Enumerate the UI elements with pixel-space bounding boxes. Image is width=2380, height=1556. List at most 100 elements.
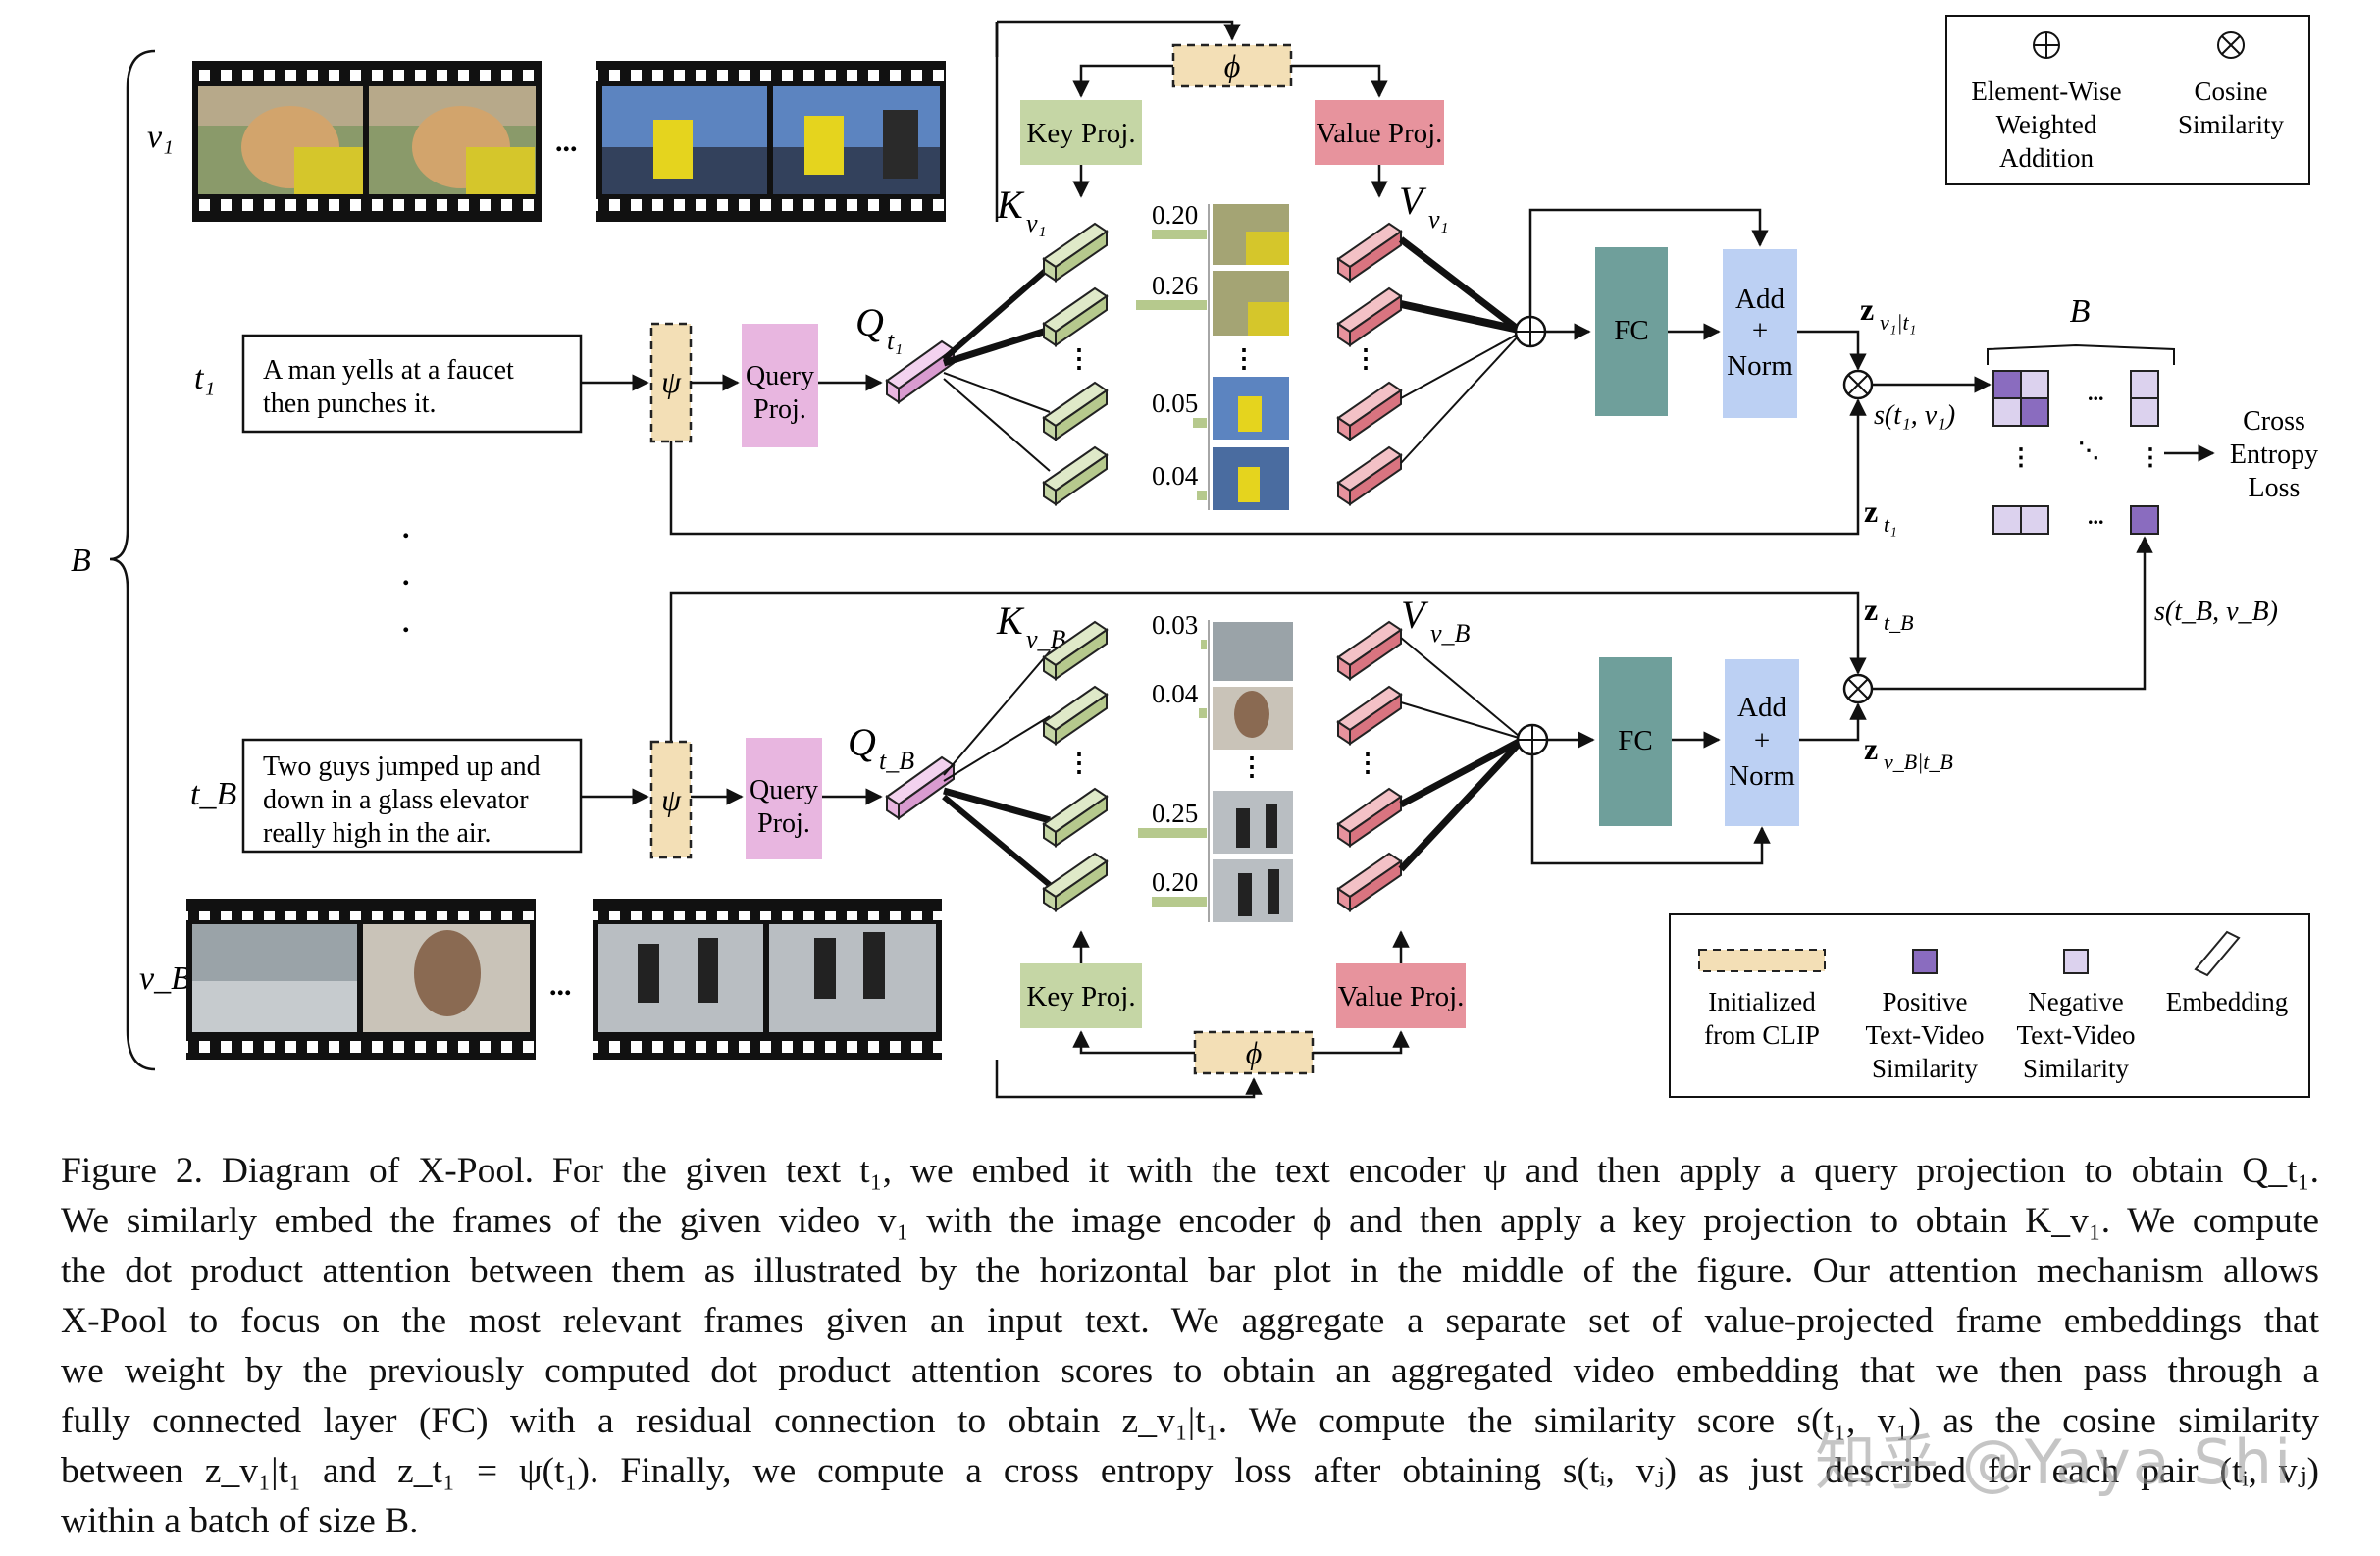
caption-line-7: between z_v₁|t₁ and z_t₁ = ψ(t₁). Finall… — [61, 1451, 2319, 1491]
k-v1-slab-2 — [1043, 287, 1108, 346]
svg-text:ψ: ψ — [661, 782, 682, 817]
legend-colors: Initialized from CLIP Positive Text-Vide… — [1669, 913, 2310, 1098]
svg-text:Proj.: Proj. — [757, 808, 810, 839]
q-tB-label: Q — [848, 720, 876, 764]
caption-line-4: X-Pool to focus on the most relevant fra… — [61, 1301, 2319, 1341]
svg-text:⋮: ⋮ — [1353, 344, 1378, 373]
svg-text:ϕ: ϕ — [1246, 1035, 1263, 1070]
svg-text:Query: Query — [750, 775, 818, 805]
v-v1-slab-3 — [1337, 382, 1402, 441]
svg-text:Cosine: Cosine — [2194, 77, 2267, 106]
svg-text:v_B|t_B: v_B|t_B — [1884, 750, 1953, 774]
svg-text:ϕ: ϕ — [1224, 48, 1241, 83]
k-vB-slab-2 — [1043, 686, 1108, 745]
svg-text:Add: Add — [1737, 692, 1786, 723]
vB-ellipsis: ... — [549, 969, 572, 1002]
k-v1-slab-1 — [1043, 223, 1108, 282]
caption-line-3: the dot product attention between them a… — [61, 1251, 2319, 1291]
svg-text:Negative: Negative — [2028, 987, 2123, 1016]
svg-text:Query: Query — [746, 361, 814, 391]
z-t1-label: z — [1864, 493, 1878, 529]
svg-text:A man yells at a faucet: A man yells at a faucet — [263, 355, 514, 386]
k-vB-label: K — [996, 598, 1025, 643]
fc-top — [1595, 247, 1668, 416]
caption-line-2: We similarly embed the frames of the giv… — [61, 1201, 2319, 1241]
svg-text:Value Proj.: Value Proj. — [1338, 981, 1465, 1012]
svg-text:Embedding: Embedding — [2166, 987, 2288, 1016]
svg-text:FC: FC — [1614, 315, 1648, 346]
key-proj-bottom — [1020, 963, 1142, 1028]
svg-text:⋱: ⋱ — [2078, 438, 2099, 462]
svg-text:.: . — [402, 559, 410, 592]
svg-text:⋮: ⋮ — [1355, 749, 1380, 777]
cross-entropy-1: Cross — [2243, 406, 2305, 437]
text-box-t1 — [241, 334, 583, 434]
v-v1-slab-1 — [1337, 223, 1402, 282]
svg-text:FC: FC — [1618, 725, 1652, 756]
svg-text:Norm: Norm — [1729, 760, 1795, 792]
svg-text:Similarity: Similarity — [2178, 110, 2285, 139]
svg-text:Weighted: Weighted — [1996, 110, 2097, 139]
filmstrip-vB-right — [593, 899, 942, 1060]
t1-label: t₁ — [194, 360, 215, 396]
svg-text:Addition: Addition — [1999, 143, 2095, 173]
filmstrip-vB-left — [186, 899, 536, 1060]
svg-text:⋮: ⋮ — [1066, 749, 1092, 777]
legend-operators: Element-Wise Weighted Addition Cosine Si… — [1945, 15, 2310, 185]
svg-text:really high in the air.: really high in the air. — [263, 818, 492, 849]
caption-line-8: within a batch of size B. — [61, 1501, 419, 1541]
psi-encoder-bottom — [649, 740, 693, 859]
svg-text:Similarity: Similarity — [2023, 1054, 2130, 1083]
attention-bars-top: 0.20 0.26 ⋮ 0.05 0.04 — [1136, 200, 1289, 510]
svg-text:Initialized: Initialized — [1708, 987, 1816, 1016]
watermark: 知乎 @Yaya Shi — [1815, 1426, 2294, 1498]
phi-encoder-top — [1171, 43, 1293, 88]
add-norm-bottom — [1725, 659, 1799, 826]
value-proj-bottom — [1336, 963, 1466, 1028]
query-proj-top — [742, 324, 818, 447]
query-proj-bottom — [746, 738, 822, 859]
z-v1t1-label: z — [1860, 291, 1874, 327]
svg-text:Key Proj.: Key Proj. — [1026, 981, 1135, 1012]
svg-text:Text-Video: Text-Video — [2017, 1020, 2136, 1050]
svg-text:v₁: v₁ — [1026, 209, 1047, 237]
v1-ellipsis: ... — [555, 126, 578, 158]
add-norm-top — [1723, 249, 1797, 418]
z-tB-label: z — [1864, 592, 1878, 627]
svg-text:Add: Add — [1735, 284, 1785, 315]
svg-text:B: B — [2070, 293, 2091, 330]
svg-text:0.25: 0.25 — [1152, 799, 1198, 828]
svg-text:⋮: ⋮ — [1066, 344, 1092, 373]
svg-text:Text-Video: Text-Video — [1866, 1020, 1985, 1050]
v-vB-label: V — [1401, 593, 1429, 637]
svg-text:Value Proj.: Value Proj. — [1317, 118, 1443, 149]
svg-text:⋮: ⋮ — [1231, 344, 1257, 373]
v-vB-slab-4 — [1337, 853, 1402, 911]
v-v1-label: V — [1399, 179, 1427, 223]
caption-line-1: Figure 2. Diagram of X-Pool. For the giv… — [61, 1151, 2319, 1191]
svg-text:t₁: t₁ — [1884, 512, 1897, 537]
svg-text:ψ: ψ — [661, 364, 682, 399]
svg-text:Similarity: Similarity — [1872, 1054, 1979, 1083]
v-v1-slab-4 — [1337, 446, 1402, 505]
filmstrip-v1-right — [596, 61, 946, 222]
svg-text:from CLIP: from CLIP — [1704, 1020, 1820, 1050]
z-vBtB-label: z — [1864, 731, 1878, 766]
k-vB-slab-3 — [1043, 788, 1108, 847]
svg-text:...: ... — [2088, 504, 2104, 529]
svg-text:0.05: 0.05 — [1152, 389, 1198, 418]
svg-text:0.03: 0.03 — [1152, 610, 1198, 640]
svg-text:+: + — [1754, 725, 1770, 756]
v-vB-slab-3 — [1337, 788, 1402, 847]
svg-text:Positive: Positive — [1882, 987, 1967, 1016]
svg-text:Key Proj.: Key Proj. — [1026, 118, 1135, 149]
fc-bottom — [1599, 657, 1672, 826]
vB-label: v_B — [139, 960, 191, 997]
k-v1-label: K — [996, 182, 1025, 227]
batch-brace — [109, 49, 156, 1071]
svg-text:Norm: Norm — [1727, 350, 1793, 382]
svg-text:...: ... — [2088, 381, 2104, 405]
svg-text:t_B: t_B — [1884, 610, 1914, 635]
v-vB-slab-1 — [1337, 621, 1402, 680]
xpool-diagram: B v₁ ... ϕ Key Proj. Value Proj. — [71, 15, 2318, 1099]
